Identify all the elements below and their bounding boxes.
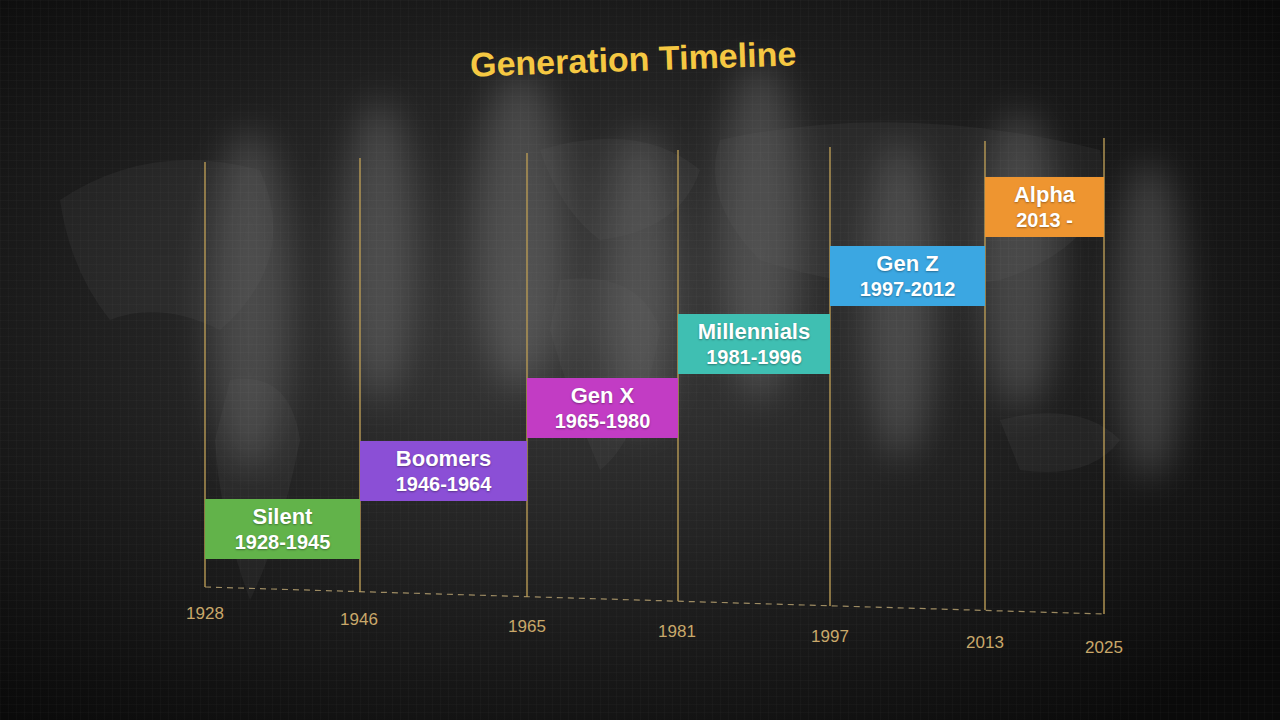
birth-years: 2013 - — [1016, 208, 1073, 232]
birth-years: 1946-1964 — [396, 472, 492, 496]
generation-name: Gen Z — [876, 251, 938, 277]
year-divider — [829, 147, 830, 606]
axis-year: 1965 — [508, 617, 546, 637]
axis-year: 2025 — [1085, 638, 1123, 658]
axis-year: 1946 — [340, 610, 378, 630]
birth-years: 1928-1945 — [235, 530, 331, 554]
axis-year: 1997 — [811, 627, 849, 647]
birth-years: 1965-1980 — [555, 409, 651, 433]
generation-box: Alpha2013 - — [985, 177, 1104, 237]
generation-name: Boomers — [396, 446, 491, 472]
axis-dashed-line — [205, 587, 1104, 614]
birth-years: 1981-1996 — [706, 345, 802, 369]
generation-name: Gen X — [571, 383, 635, 409]
generation-box: Silent1928-1945 — [205, 499, 360, 559]
generation-box: Gen X1965-1980 — [527, 378, 678, 438]
axis-year: 2013 — [966, 633, 1004, 653]
diagram-title: Generation Timeline — [469, 34, 796, 84]
generation-box: Gen Z1997-2012 — [830, 246, 985, 306]
generation-box: Boomers1946-1964 — [360, 441, 527, 501]
generation-name: Alpha — [1014, 182, 1075, 208]
axis-year: 1981 — [658, 622, 696, 642]
year-dividers — [205, 138, 1104, 614]
year-divider — [526, 153, 527, 597]
birth-years: 1997-2012 — [860, 277, 956, 301]
generation-name: Millennials — [698, 319, 810, 345]
generation-name: Silent — [253, 504, 313, 530]
generation-box: Millennials1981-1996 — [678, 314, 830, 374]
axis-year: 1928 — [186, 604, 224, 624]
year-divider — [677, 150, 678, 601]
